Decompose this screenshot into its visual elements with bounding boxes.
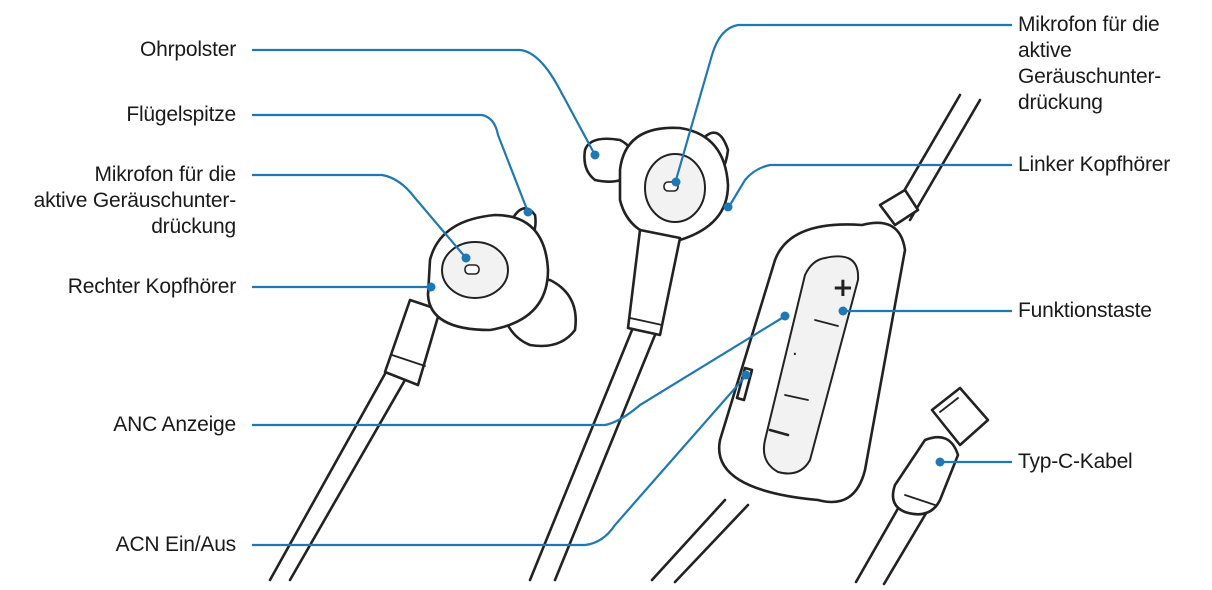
label-mikrofon-links-line-1: Mikrofon für die (1018, 13, 1160, 36)
label-mikrofon-links-line-2: aktive (1018, 39, 1072, 62)
svg-text:·: · (792, 344, 798, 365)
label-rechter-kopfhoerer: Rechter Kopfhörer (67, 275, 236, 298)
label-linker-kopfhoerer: Linker Kopfhörer (1018, 153, 1171, 176)
label-acn-ein-aus: ACN Ein/Aus (115, 533, 237, 556)
label-mikrofon-rechts-line-1: Mikrofon für die (94, 163, 236, 186)
svg-text:+: + (832, 273, 854, 303)
leaders-left (252, 48, 790, 547)
label-mikrofon-rechts: Mikrofon für die aktive Geräuschunter- d… (33, 162, 237, 240)
label-mikrofon-links: Mikrofon für die aktive Geräuschunter- d… (1018, 12, 1161, 116)
label-mikrofon-rechts-line-3: drückung (151, 215, 236, 238)
usb-c-plug (891, 386, 990, 516)
label-fluegelspitze: Flügelspitze (126, 103, 236, 126)
leaders-right (671, 23, 1012, 467)
label-funktionstaste: Funktionstaste (1018, 299, 1152, 322)
remote-control: + · (717, 188, 920, 504)
earbud-right (383, 207, 577, 387)
label-mikrofon-links-line-4: drückung (1018, 91, 1103, 114)
label-mikrofon-links-line-3: Geräuschunter- (1018, 65, 1162, 88)
earbud-left (583, 126, 730, 337)
label-anc-anzeige: ANC Anzeige (113, 413, 236, 436)
cables (268, 93, 982, 586)
label-mikrofon-rechts-line-2: aktive Geräuschunter- (33, 189, 237, 212)
label-typ-c-kabel: Typ-C-Kabel (1018, 450, 1133, 473)
label-ohrpolster: Ohrpolster (139, 38, 236, 61)
